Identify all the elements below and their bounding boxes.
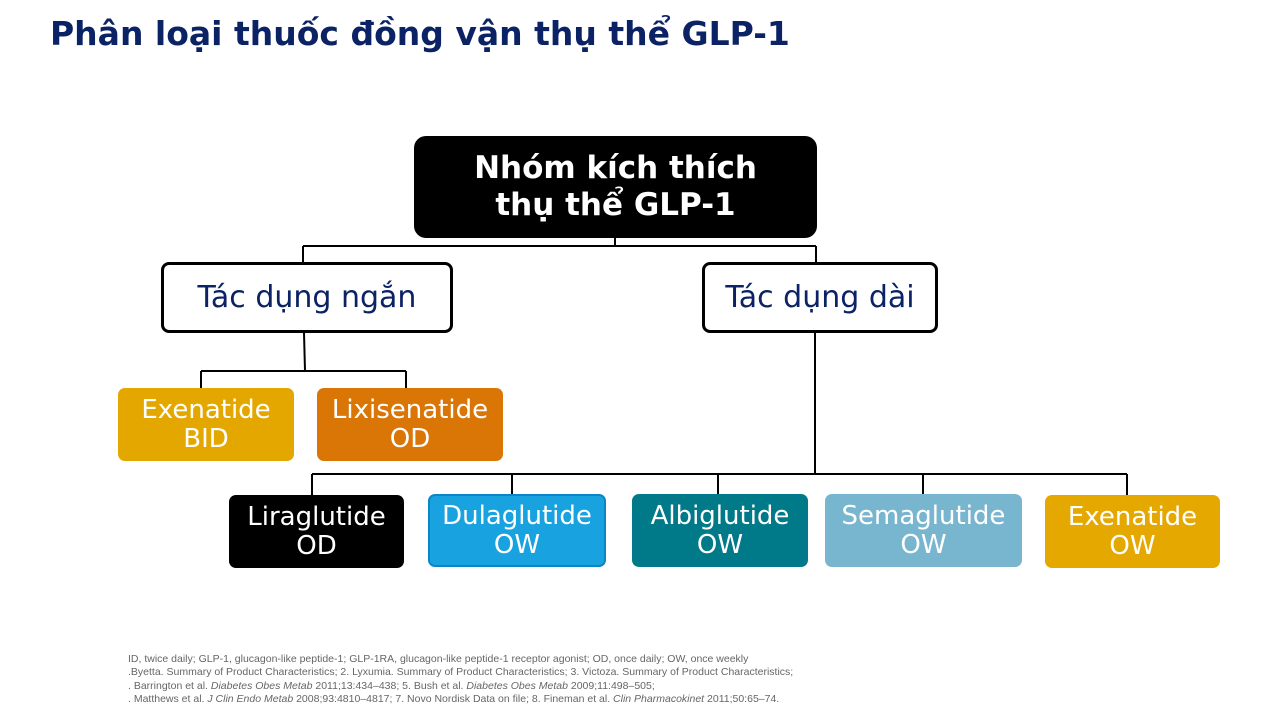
drug-name: Albiglutide (650, 500, 790, 531)
footnote-abbreviations: ID, twice daily; GLP-1, glucagon-like pe… (128, 653, 749, 665)
drug-liraglutide: Liraglutide OD (229, 495, 404, 568)
footnote-journal: J Clin Endo Metab (207, 693, 294, 706)
footnote-line: . Matthews et al. J Clin Endo Metab 2008… (128, 693, 793, 706)
drug-dose: OW (900, 529, 947, 560)
drug-dulaglutide: Dulaglutide OW (428, 494, 606, 567)
drug-exenatide-bid: Exenatide BID (118, 388, 294, 461)
page-title: Phân loại thuốc đồng vận thụ thể GLP-1 (50, 14, 790, 53)
group-short-acting: Tác dụng ngắn (161, 262, 453, 333)
drug-name: Exenatide (1067, 501, 1198, 532)
drug-dose: OD (389, 423, 431, 454)
drug-albiglutide: Albiglutide OW (632, 494, 808, 567)
drug-dose: OW (493, 529, 541, 560)
group-long-acting: Tác dụng dài (702, 262, 938, 333)
footnote-journal: Diabetes Obes Metab (466, 679, 568, 692)
drug-dose: OW (1109, 530, 1156, 561)
footnote-line: .Byetta. Summary of Product Characterist… (128, 666, 793, 679)
footnote-text: 2011;13:434–438; 5. Bush et al. (312, 679, 467, 692)
drug-name: Lixisenatide (331, 394, 489, 425)
footnotes: ID, twice daily; GLP-1, glucagon-like pe… (128, 653, 793, 707)
group-long-label: Tác dụng dài (725, 280, 915, 315)
drug-name: Exenatide (141, 394, 271, 425)
footnote-journal: Diabetes Obes Metab (210, 679, 313, 692)
drug-semaglutide: Semaglutide OW (825, 494, 1022, 567)
footnote-text: 2008;93:4810–4817; 7. Novo Nordisk Data … (293, 693, 614, 706)
drug-lixisenatide: Lixisenatide OD (317, 388, 503, 461)
footnote-text: 2009;11:498–505; (567, 679, 655, 692)
group-short-label: Tác dụng ngắn (197, 280, 417, 315)
footnote-line: . Barrington et al. Diabetes Obes Metab … (128, 680, 793, 693)
drug-name: Semaglutide (841, 500, 1006, 531)
footnote-text: . Matthews et al. (128, 693, 208, 706)
root-label-line1: Nhóm kích thích (474, 149, 757, 186)
footnote-text: 2011;50:65–74. (704, 693, 780, 706)
footnote-text: . Barrington et al. (128, 679, 211, 692)
drug-name: Dulaglutide (442, 500, 592, 531)
drug-dose: BID (183, 423, 229, 454)
footnote-references-1: .Byetta. Summary of Product Characterist… (128, 666, 794, 679)
footnote-journal: Clin Pharmacokinet (613, 693, 705, 706)
drug-dose: OD (296, 530, 337, 561)
root-node-glp1-agonists: Nhóm kích thích thụ thể GLP-1 (414, 136, 817, 238)
drug-exenatide-ow: Exenatide OW (1045, 495, 1220, 568)
connector-short-stem (303, 332, 306, 372)
drug-dose: OW (696, 529, 744, 560)
drug-name: Liraglutide (247, 501, 386, 532)
root-label-line2: thụ thể GLP-1 (495, 187, 736, 223)
footnote-line: ID, twice daily; GLP-1, glucagon-like pe… (128, 653, 793, 666)
